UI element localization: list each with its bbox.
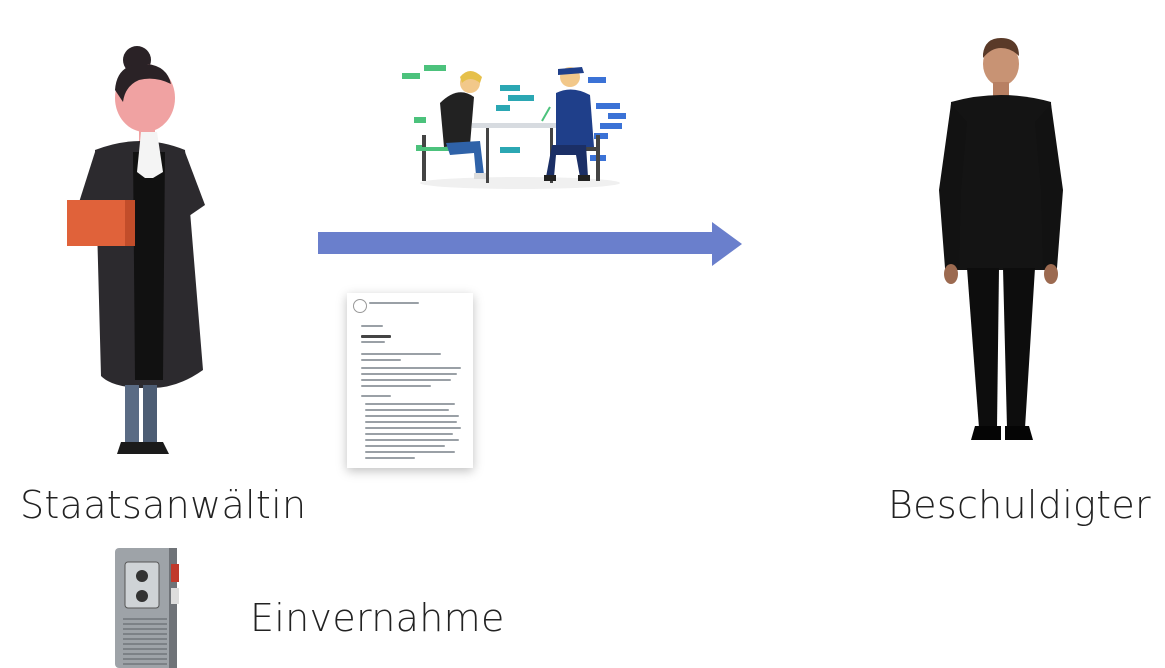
accused-label: Beschuldigter <box>888 483 1151 527</box>
dictaphone-icon <box>115 548 183 668</box>
prosecutor-label: Staatsanwältin <box>20 483 307 527</box>
interrogation-scene-icon <box>400 55 640 195</box>
arrow-right-icon <box>318 222 743 266</box>
prosecutor-figure-icon <box>55 40 225 460</box>
interrogation-label: Einvernahme <box>250 596 505 640</box>
accused-man-icon <box>915 30 1085 450</box>
document-icon <box>347 293 473 468</box>
